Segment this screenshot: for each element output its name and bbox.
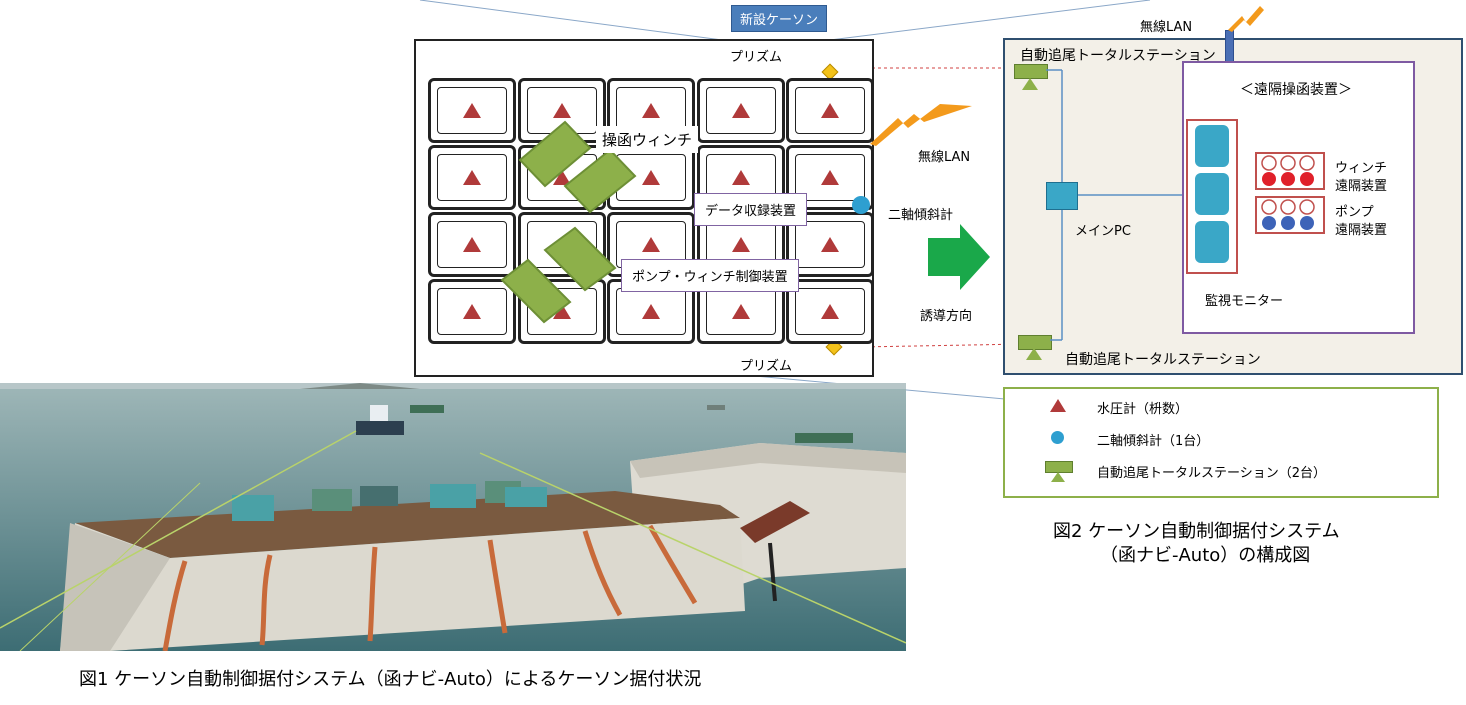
winch-label: 操函ウィンチ [596, 126, 699, 153]
winch-shape [563, 148, 637, 214]
caisson-cell [786, 279, 874, 344]
water-gauge-icon [642, 303, 660, 319]
machine [312, 489, 352, 511]
water-gauge-icon [731, 169, 750, 185]
water-gauge-icon [821, 102, 839, 118]
water-gauge-icon [463, 169, 481, 185]
guide-arrow-icon [928, 224, 990, 290]
water-gauge-icon [821, 303, 839, 319]
new-caisson-label: 新設ケーソン [731, 5, 828, 32]
pump-remote-label: ポンプ [1335, 205, 1374, 220]
caisson-cell [786, 78, 874, 143]
tugboat [795, 433, 853, 443]
caisson-cell [696, 78, 785, 143]
lightning-icon [870, 104, 972, 146]
tilt-meter-label: 二軸傾斜計 [888, 208, 954, 223]
machine [360, 486, 398, 506]
wireless-lan-top-label: 無線LAN [1140, 20, 1193, 35]
figure1-caption: 図1 ケーソン自動制御据付システム（函ナビ-Auto）によるケーソン据付状況 [79, 669, 702, 690]
tilt-meter-icon [852, 196, 870, 214]
pump-remote-lamps [1261, 199, 1315, 230]
legend-tilt-meter: 二軸傾斜計（1台） [1097, 434, 1210, 449]
caisson-cell [428, 78, 516, 143]
monitor-screen [1195, 125, 1229, 167]
water-gauge-icon [463, 102, 481, 118]
water-gauge-icon [821, 169, 839, 185]
wireless-lan-left-label: 無線LAN [918, 150, 971, 165]
tilt-meter-icon [1051, 431, 1064, 444]
water-gauge-icon [463, 236, 481, 252]
machine [505, 487, 547, 507]
total-station-top-label: 自動追尾トータルステーション [1020, 48, 1216, 64]
main-pc-label: メインPC [1075, 224, 1131, 239]
water-gauge-icon [731, 102, 750, 118]
total-station-base-icon [1026, 348, 1042, 360]
water-gauge-icon [1050, 399, 1066, 412]
caisson-cell [428, 212, 516, 277]
prism-bottom-label: プリズム [740, 359, 793, 374]
installation-photo [0, 383, 906, 651]
caisson-cell [428, 279, 516, 344]
data-recorder-box: データ収録装置 [694, 193, 808, 226]
legend-box: 水圧計（枡数） 二軸傾斜計（1台） 自動追尾トータルステーション（2台） [1003, 387, 1439, 498]
caisson-cell [517, 279, 606, 344]
figure2-caption-line2: （函ナビ-Auto）の構成図 [1100, 545, 1311, 566]
water-gauge-icon [642, 169, 660, 185]
lightning-icon [1228, 6, 1264, 32]
total-station-bottom-label: 自動追尾トータルステーション [1065, 352, 1261, 368]
water-gauge-icon [731, 236, 750, 252]
main-pc-icon [1046, 182, 1078, 210]
figure2-caption-line1: 図2 ケーソン自動制御据付システム [1053, 521, 1340, 542]
tugboat [410, 405, 444, 413]
total-station-base-icon [1022, 78, 1038, 90]
monitor-group [1186, 119, 1238, 274]
machine [430, 484, 476, 508]
winch-remote-label-2: 遠隔装置 [1335, 179, 1388, 194]
pump-remote-label-2: 遠隔装置 [1335, 223, 1388, 238]
monitor-screen [1195, 173, 1229, 215]
winch-shape [500, 258, 572, 324]
tugboat [356, 421, 404, 435]
water-gauge-icon [642, 102, 660, 118]
pump-remote-box [1255, 196, 1325, 234]
machine [232, 495, 274, 521]
winch-shape [518, 120, 592, 188]
winch-shape [543, 226, 617, 292]
pump-winch-controller-box: ポンプ・ウィンチ制御装置 [621, 259, 799, 292]
water-gauge-icon [642, 236, 660, 252]
winch-remote-label: ウィンチ [1335, 161, 1388, 176]
remote-panel-title: ＜遠隔操函装置＞ [1240, 82, 1352, 98]
winch-remote-box [1255, 152, 1325, 190]
legend-total-station: 自動追尾トータルステーション（2台） [1097, 466, 1327, 481]
water-gauge-icon [731, 303, 750, 319]
total-station-base-icon [1051, 472, 1065, 482]
water-gauge-icon [463, 303, 481, 319]
guide-direction-label: 誘導方向 [920, 309, 973, 324]
caisson-cell [428, 145, 516, 210]
winch-remote-lamps [1261, 155, 1315, 186]
monitor-screen [1195, 221, 1229, 263]
water-gauge-icon [552, 102, 571, 118]
water-gauge-icon [821, 236, 839, 252]
legend-water-gauge: 水圧計（枡数） [1097, 402, 1189, 417]
prism-top-label: プリズム [730, 50, 783, 65]
monitor-label: 監視モニター [1205, 294, 1284, 309]
